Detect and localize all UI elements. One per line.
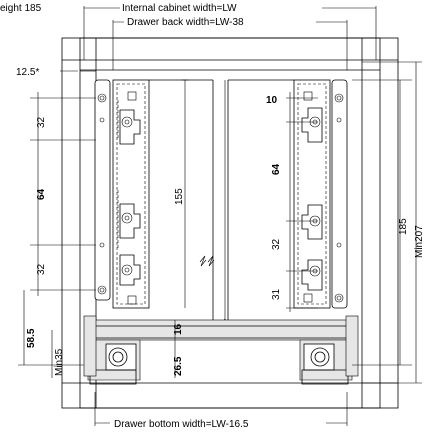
dim-58-5: 58.5 (26, 328, 37, 348)
dim-32-bottom-left: 32 (36, 263, 47, 275)
label-drawer-bottom-width: Drawer bottom width=LW-16.5 (114, 419, 249, 430)
dim-32-top-left: 32 (36, 116, 47, 128)
dim-min35: Min35 (54, 348, 65, 376)
dim-185-right: 185 (398, 218, 409, 235)
label-height: eight 185 (0, 3, 42, 14)
left-dimensions: 12.5* 32 64 32 58.5 Min35 (16, 67, 96, 378)
dim-10: 10 (266, 95, 278, 106)
center-dimensions: 155 16 26.5 (173, 188, 185, 378)
dim-min207: Min207 (414, 225, 425, 258)
label-drawer-back-width: Drawer back width=LW-38 (127, 17, 244, 28)
right-runner (299, 315, 359, 385)
dim-155: 155 (174, 188, 185, 205)
dim-12-5: 12.5* (16, 67, 39, 78)
left-runner (83, 315, 141, 385)
bottom-dimension: Drawer bottom width=LW-16.5 (94, 392, 348, 430)
top-dimensions: eight 185 Internal cabinet width=LW Draw… (0, 0, 377, 70)
drawer-back-panel (149, 79, 294, 330)
dim-26-5: 26.5 (173, 356, 184, 376)
dim-64-right: 64 (271, 163, 282, 175)
label-internal-cabinet-width: Internal cabinet width=LW (122, 3, 237, 14)
left-drawer-side (94, 79, 188, 309)
dim-64-left: 64 (36, 188, 47, 200)
dim-32-right: 32 (271, 238, 282, 250)
dim-16: 16 (173, 323, 184, 335)
dim-31-right: 31 (271, 288, 282, 300)
right-drawer-side (224, 79, 348, 320)
drawer-bottom (94, 319, 348, 341)
right-dimensions: 10 64 32 31 185 Min207 (266, 61, 425, 384)
